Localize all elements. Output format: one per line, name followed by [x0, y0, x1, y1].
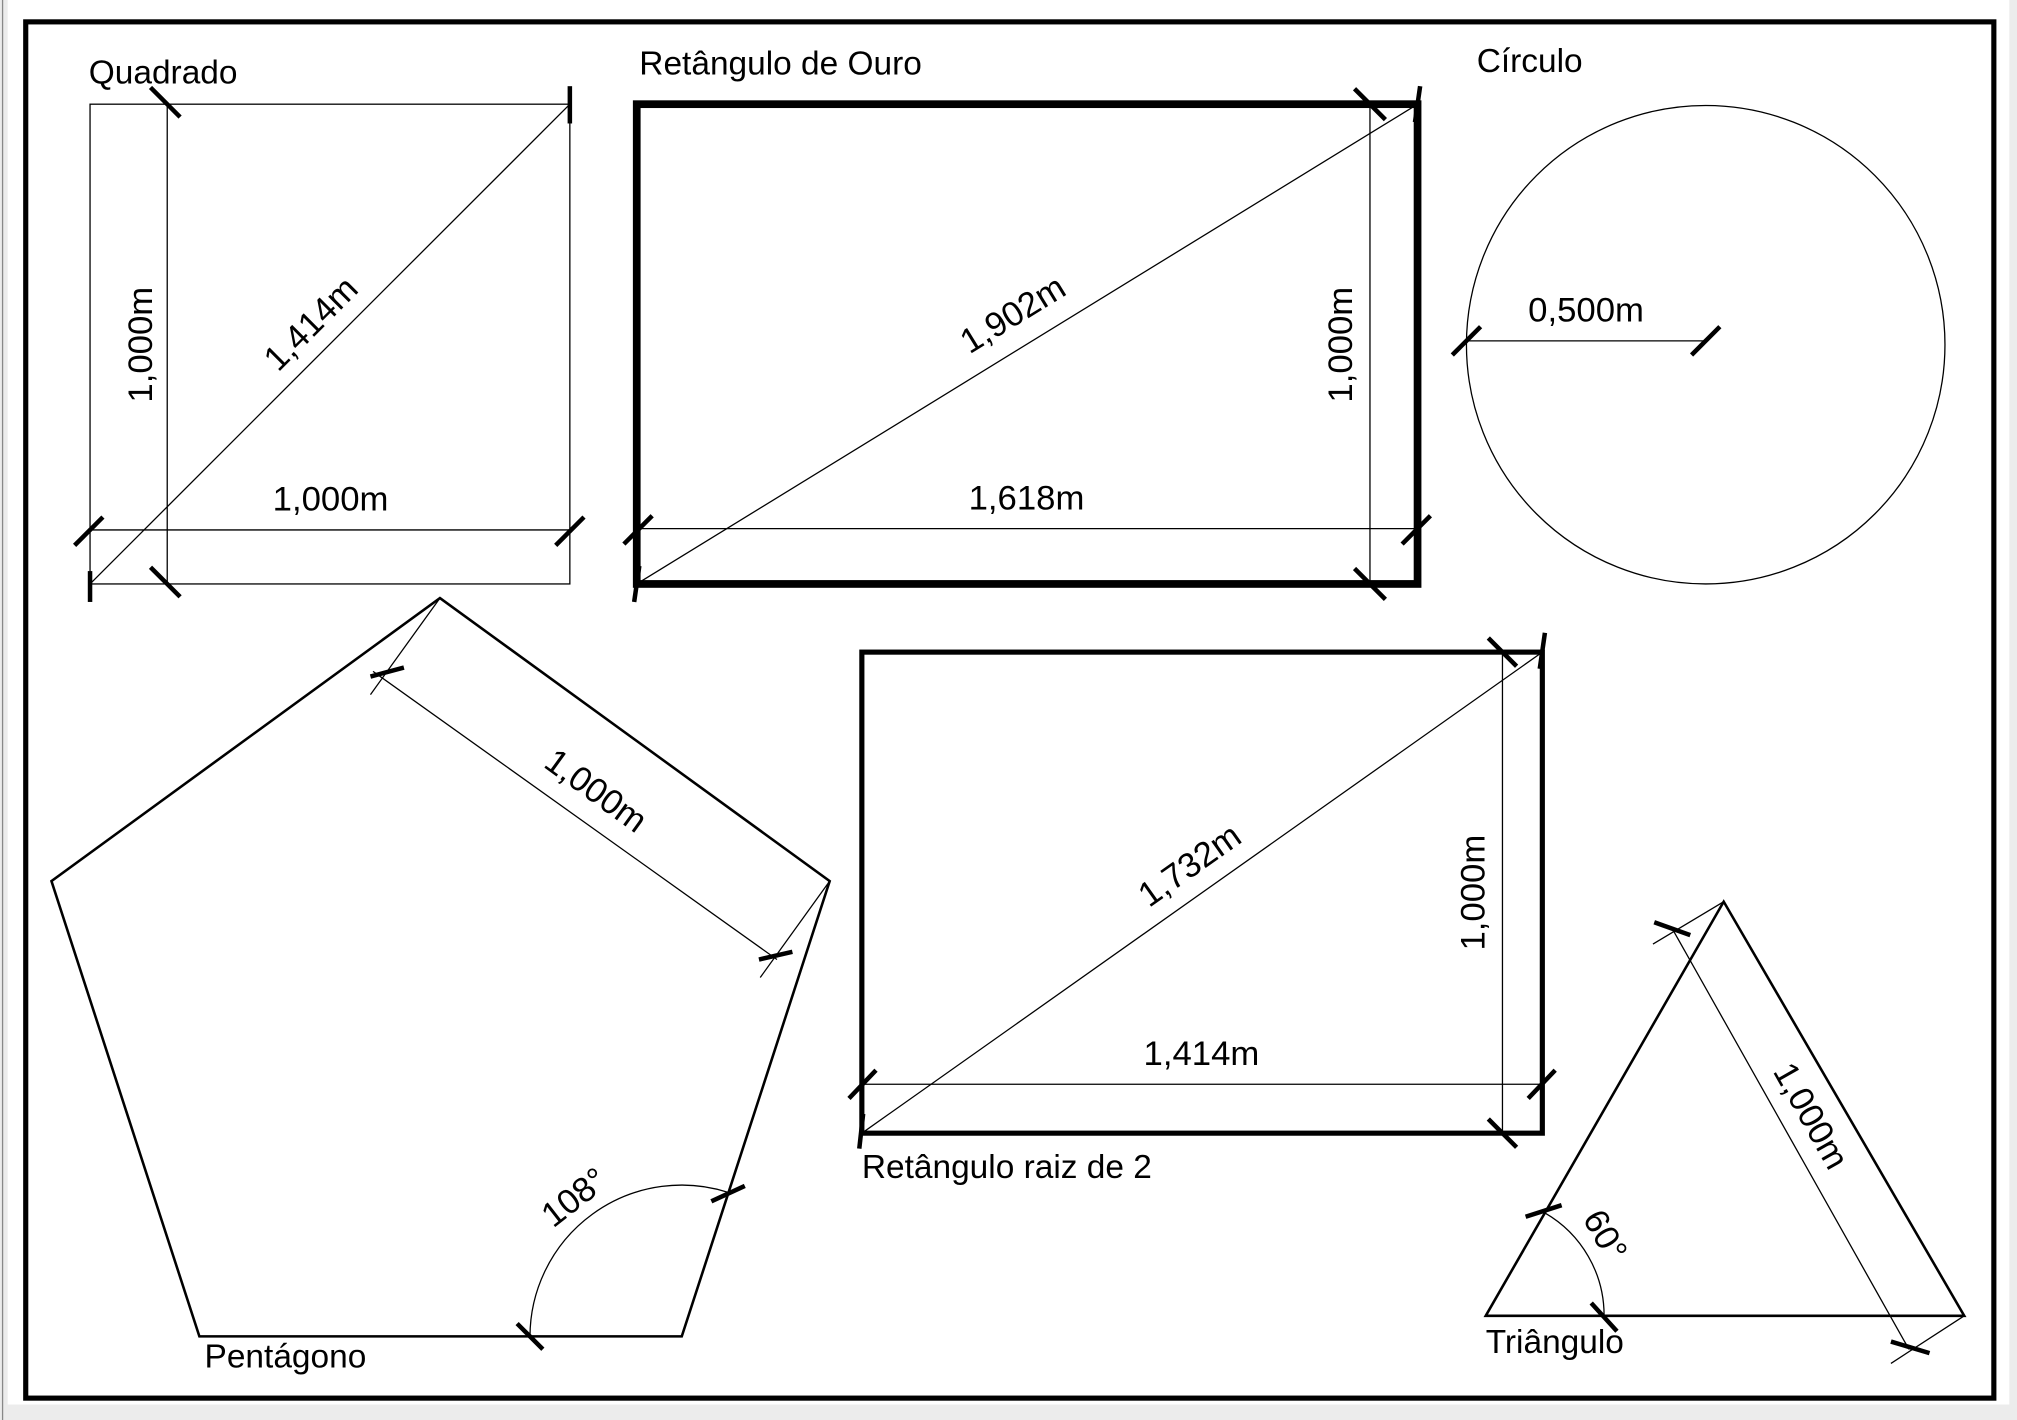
- triangle-title: Triângulo: [1486, 1324, 1624, 1361]
- square-height-label: 1,000m: [122, 287, 160, 403]
- circle-title: Círculo: [1477, 43, 1583, 80]
- square-title: Quadrado: [89, 55, 238, 92]
- circle-radius-label: 0,500m: [1528, 292, 1644, 330]
- circle-figure: Círculo 0,500m: [1450, 43, 1946, 585]
- square-width-label: 1,000m: [273, 481, 389, 519]
- root2-rectangle-title: Retângulo raiz de 2: [862, 1149, 1152, 1186]
- pentagon-title: Pentágono: [205, 1338, 367, 1375]
- golden-rectangle-height-label: 1,000m: [1322, 287, 1360, 403]
- golden-rectangle-width-label: 1,618m: [969, 479, 1085, 517]
- golden-rectangle-title: Retângulo de Ouro: [639, 46, 922, 83]
- root2-rectangle-width-label: 1,414m: [1144, 1035, 1260, 1073]
- drawing-frame: [23, 19, 1997, 1401]
- root2-rectangle-height-label: 1,000m: [1454, 835, 1492, 951]
